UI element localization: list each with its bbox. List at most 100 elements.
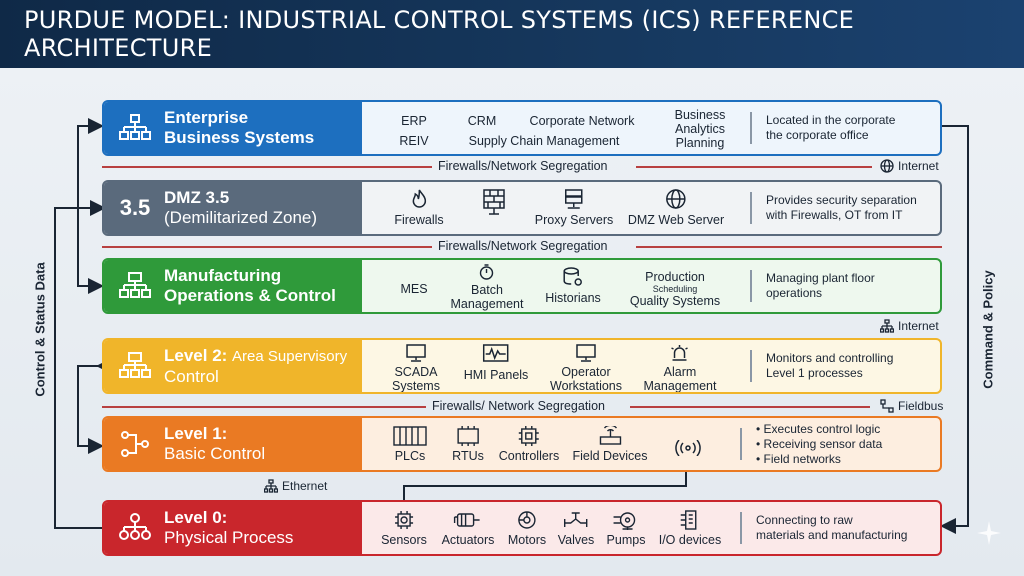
operator-workstations-item: Operator Workstations <box>550 344 622 392</box>
supply-chain-item: Supply Chain Management <box>468 134 620 148</box>
production-line1: Production <box>645 270 705 284</box>
scada-line2: Systems <box>392 379 440 393</box>
internet-tag-2: Internet <box>880 319 939 333</box>
production-item: Production Scheduling Quality Systems <box>630 270 720 308</box>
right-command-path <box>940 125 969 534</box>
ethernet-tag: Ethernet <box>264 479 327 493</box>
waveform-panel-icon <box>483 344 509 362</box>
level1-items: PLCs RTUs Controllers Field Devices <box>364 418 740 470</box>
level1-bullet: • Field networks <box>756 451 841 466</box>
internet-tag-1: Internet <box>880 159 939 173</box>
manufacturing-title-line2: Operations & Control <box>164 286 336 305</box>
divider <box>750 350 752 382</box>
bi-line3: Planning <box>675 136 725 150</box>
hierarchy-icon <box>118 111 152 145</box>
scada-line1: SCADA <box>394 365 438 379</box>
level2-title-a: Level 2: <box>164 345 228 365</box>
dmz-title-line2: (Demilitarized Zone) <box>164 208 318 227</box>
level1-bullets: • Executes control logic • Receiving sen… <box>756 422 882 467</box>
manufacturing-title-block: Manufacturing Operations & Control <box>104 260 362 312</box>
manufacturing-row: Manufacturing Operations & Control MES B… <box>102 258 942 314</box>
divider <box>750 270 752 302</box>
control-status-label: Control & Status Data <box>32 262 48 397</box>
router-icon <box>599 426 621 445</box>
level2-row: Level 2: Area Supervisory Control SCADA … <box>102 338 942 394</box>
pump-icon <box>614 512 636 530</box>
network-hierarchy-icon <box>118 269 152 303</box>
actuator-icon <box>454 513 480 527</box>
enterprise-row: Enterprise Business Systems ERP CRM Corp… <box>102 100 942 156</box>
sparkle-icon <box>977 521 1001 545</box>
valve-icon <box>564 512 588 527</box>
segregation-line-1 <box>102 166 432 168</box>
level0-title-block: Level 0: Physical Process <box>104 502 362 554</box>
manufacturing-desc-1: Managing plant floor <box>766 271 875 285</box>
segregation-label-2: Firewalls/Network Segregation <box>438 239 608 253</box>
network-icon <box>880 319 894 333</box>
actuators-item: Actuators <box>442 510 494 547</box>
level1-bullet: • Executes control logic <box>756 421 881 436</box>
level0-desc-1: Connecting to raw <box>756 513 853 527</box>
monitor-hierarchy-icon <box>118 349 152 383</box>
left-top-branch <box>77 118 104 208</box>
plcs-item: PLCs <box>393 426 427 463</box>
batch-line1: Batch <box>471 283 503 297</box>
left-mfg-branch <box>77 208 104 294</box>
fieldbus-tag: Fieldbus <box>880 399 943 413</box>
level0-row: Level 0: Physical Process Sensors Actuat… <box>102 500 942 556</box>
segregation-line-2 <box>102 246 432 248</box>
scada-item: SCADA Systems <box>392 344 440 393</box>
level1-bullet: • Receiving sensor data <box>756 436 883 451</box>
valves-label: Valves <box>557 533 595 547</box>
level1-title-line2: Basic Control <box>164 444 266 463</box>
dmz-desc-1: Provides security separation <box>766 193 917 207</box>
database-gear-icon <box>563 267 582 286</box>
page-title: PURDUE MODEL: INDUSTRIAL CONTROL SYSTEMS… <box>24 6 855 62</box>
enterprise-title: Enterprise Business Systems <box>164 108 314 148</box>
motors-label: Motors <box>507 533 547 547</box>
valves-item: Valves <box>557 510 595 547</box>
fieldbus-tag-label: Fieldbus <box>898 399 944 413</box>
dmz-number: 3.5 <box>119 195 151 220</box>
erp-item: ERP <box>401 114 427 128</box>
level0-title-line1: Level 0: <box>164 508 228 527</box>
web-server-label: DMZ Web Server <box>627 213 725 227</box>
divider <box>750 112 752 144</box>
production-line2: Scheduling <box>652 284 698 294</box>
internet-tag-1-label: Internet <box>898 159 939 173</box>
rev-item: REΙV <box>399 134 429 148</box>
command-policy-label: Command & Policy <box>980 270 996 389</box>
level0-title: Level 0: Physical Process <box>164 508 293 548</box>
level1-bullet-text: Field networks <box>763 451 841 466</box>
level2-title-block: Level 2: Area Supervisory Control <box>104 340 362 392</box>
mes-item: MES <box>400 282 428 296</box>
dmz-web-server-item: DMZ Web Server <box>628 188 724 227</box>
alarm-management-item: Alarm Management <box>644 344 716 392</box>
historians-label: Historians <box>545 291 601 305</box>
ethernet-icon <box>264 479 278 493</box>
motors-item: Motors <box>508 510 546 547</box>
enterprise-desc-2: the corporate office <box>766 128 869 142</box>
proxy-servers-item: Proxy Servers <box>535 188 613 227</box>
level0-title-line2: Physical Process <box>164 528 294 547</box>
batch-management-item: Batch Management <box>451 264 523 311</box>
historians-item: Historians <box>545 266 601 305</box>
left-l2-l1-path <box>77 358 112 454</box>
process-hierarchy-icon <box>118 511 152 545</box>
level0-items: Sensors Actuators Motors Valves Pumps I/… <box>364 502 740 554</box>
manufacturing-title: Manufacturing Operations & Control <box>164 266 336 306</box>
globe-icon <box>880 159 894 173</box>
wireless-item <box>673 440 703 459</box>
segregation-label-1: Firewalls/Network Segregation <box>438 159 608 173</box>
enterprise-title-line1: Enterprise <box>164 108 249 127</box>
level2-title: Level 2: Area Supervisory Control <box>164 346 347 387</box>
stopwatch-icon <box>480 264 494 280</box>
alarm-line1: Alarm <box>663 365 697 379</box>
workstation-line1: Operator <box>561 365 611 379</box>
firewall-appliance-item <box>482 188 506 221</box>
enterprise-title-block: Enterprise Business Systems <box>104 102 362 154</box>
pumps-label: Pumps <box>606 533 646 547</box>
